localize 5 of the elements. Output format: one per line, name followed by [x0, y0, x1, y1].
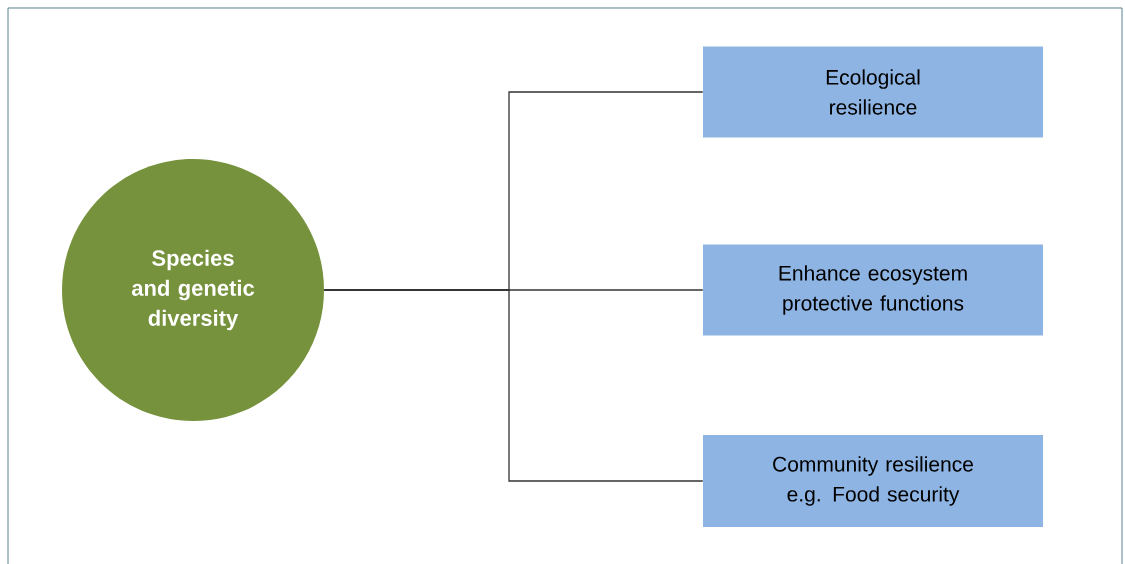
circle-node: Species and genetic diversity [62, 159, 324, 421]
process-box: Community resilience e.g. Food security [703, 435, 1043, 527]
connector [323, 289, 704, 482]
process-box: Ecological resilience [703, 46, 1043, 138]
process-box: Enhance ecosystem protective functions [703, 244, 1043, 336]
